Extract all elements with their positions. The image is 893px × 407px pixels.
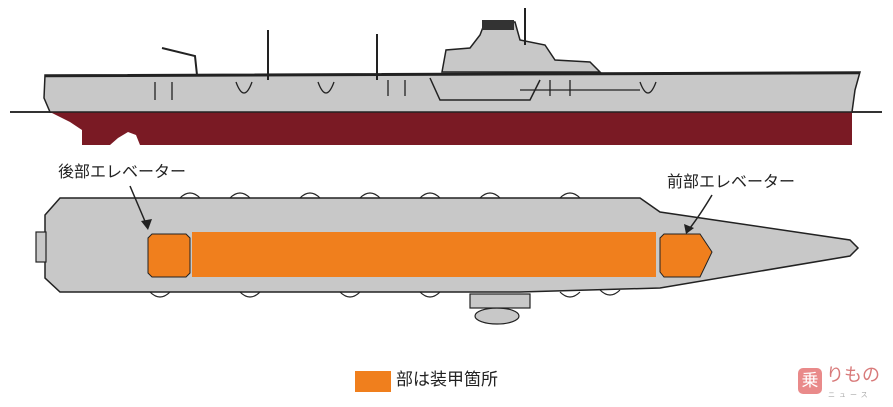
logo-text: りもの <box>826 365 880 386</box>
side-view <box>10 8 882 145</box>
front-elevator <box>659 233 713 278</box>
front-elevator-arrow <box>689 194 713 229</box>
gun-sponsons <box>149 192 621 298</box>
funnel <box>482 20 514 30</box>
upper-hull <box>43 71 861 113</box>
flight-deck <box>44 71 861 78</box>
legend-text: 部は装甲箇所 <box>396 370 498 390</box>
rear-elevator-arrow <box>129 185 148 227</box>
hull-fittings <box>154 80 657 100</box>
top-view <box>35 185 860 325</box>
logo-mark: 乗 <box>798 368 822 394</box>
legend-swatch <box>355 371 391 392</box>
crane <box>161 47 198 76</box>
armored-deck-area <box>192 232 656 277</box>
deck-fittings <box>35 231 531 325</box>
rear-elevator <box>147 233 191 278</box>
rear-elevator-label: 後部エレベーター <box>58 162 187 181</box>
rear-elevator-arrowhead <box>141 219 152 230</box>
front-elevator-label: 前部エレベーター <box>667 172 796 191</box>
logo-subtext: ニュース <box>828 391 872 399</box>
underwater-hull <box>50 112 852 145</box>
island-superstructure <box>441 21 602 73</box>
front-elevator-arrowhead <box>684 224 694 234</box>
norimono-news-logo: 乗 りもの ニュース <box>798 366 890 406</box>
